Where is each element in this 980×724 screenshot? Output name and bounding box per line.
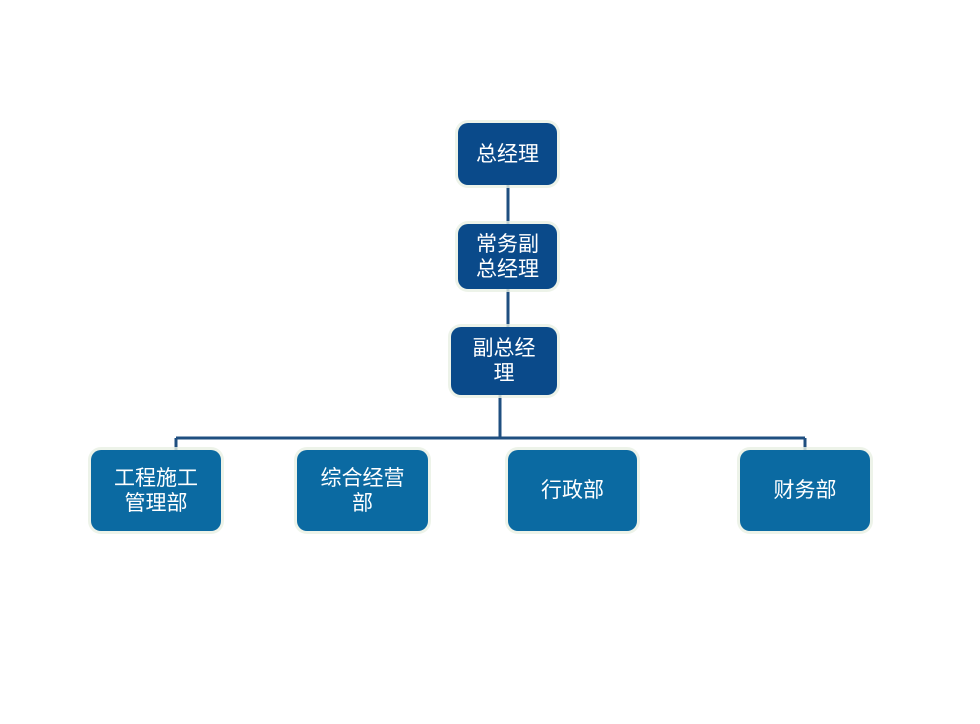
node-deputy-gm: 副总经理 (451, 327, 557, 395)
node-engineering-dept: 工程施工管理部 (91, 450, 221, 531)
node-label: 常务副总经理 (476, 231, 539, 281)
node-finance-dept: 财务部 (740, 450, 870, 531)
node-label: 综合经营部 (320, 465, 405, 515)
node-label: 行政部 (541, 478, 604, 502)
node-label: 副总经理 (472, 336, 536, 385)
node-admin-dept: 行政部 (508, 450, 637, 531)
node-executive-deputy-gm: 常务副总经理 (458, 224, 557, 289)
node-label: 工程施工管理部 (114, 465, 198, 515)
node-operations-dept: 综合经营部 (297, 450, 428, 531)
node-label: 财务部 (773, 478, 837, 502)
node-label: 总经理 (476, 141, 539, 166)
node-general-manager: 总经理 (458, 123, 557, 185)
